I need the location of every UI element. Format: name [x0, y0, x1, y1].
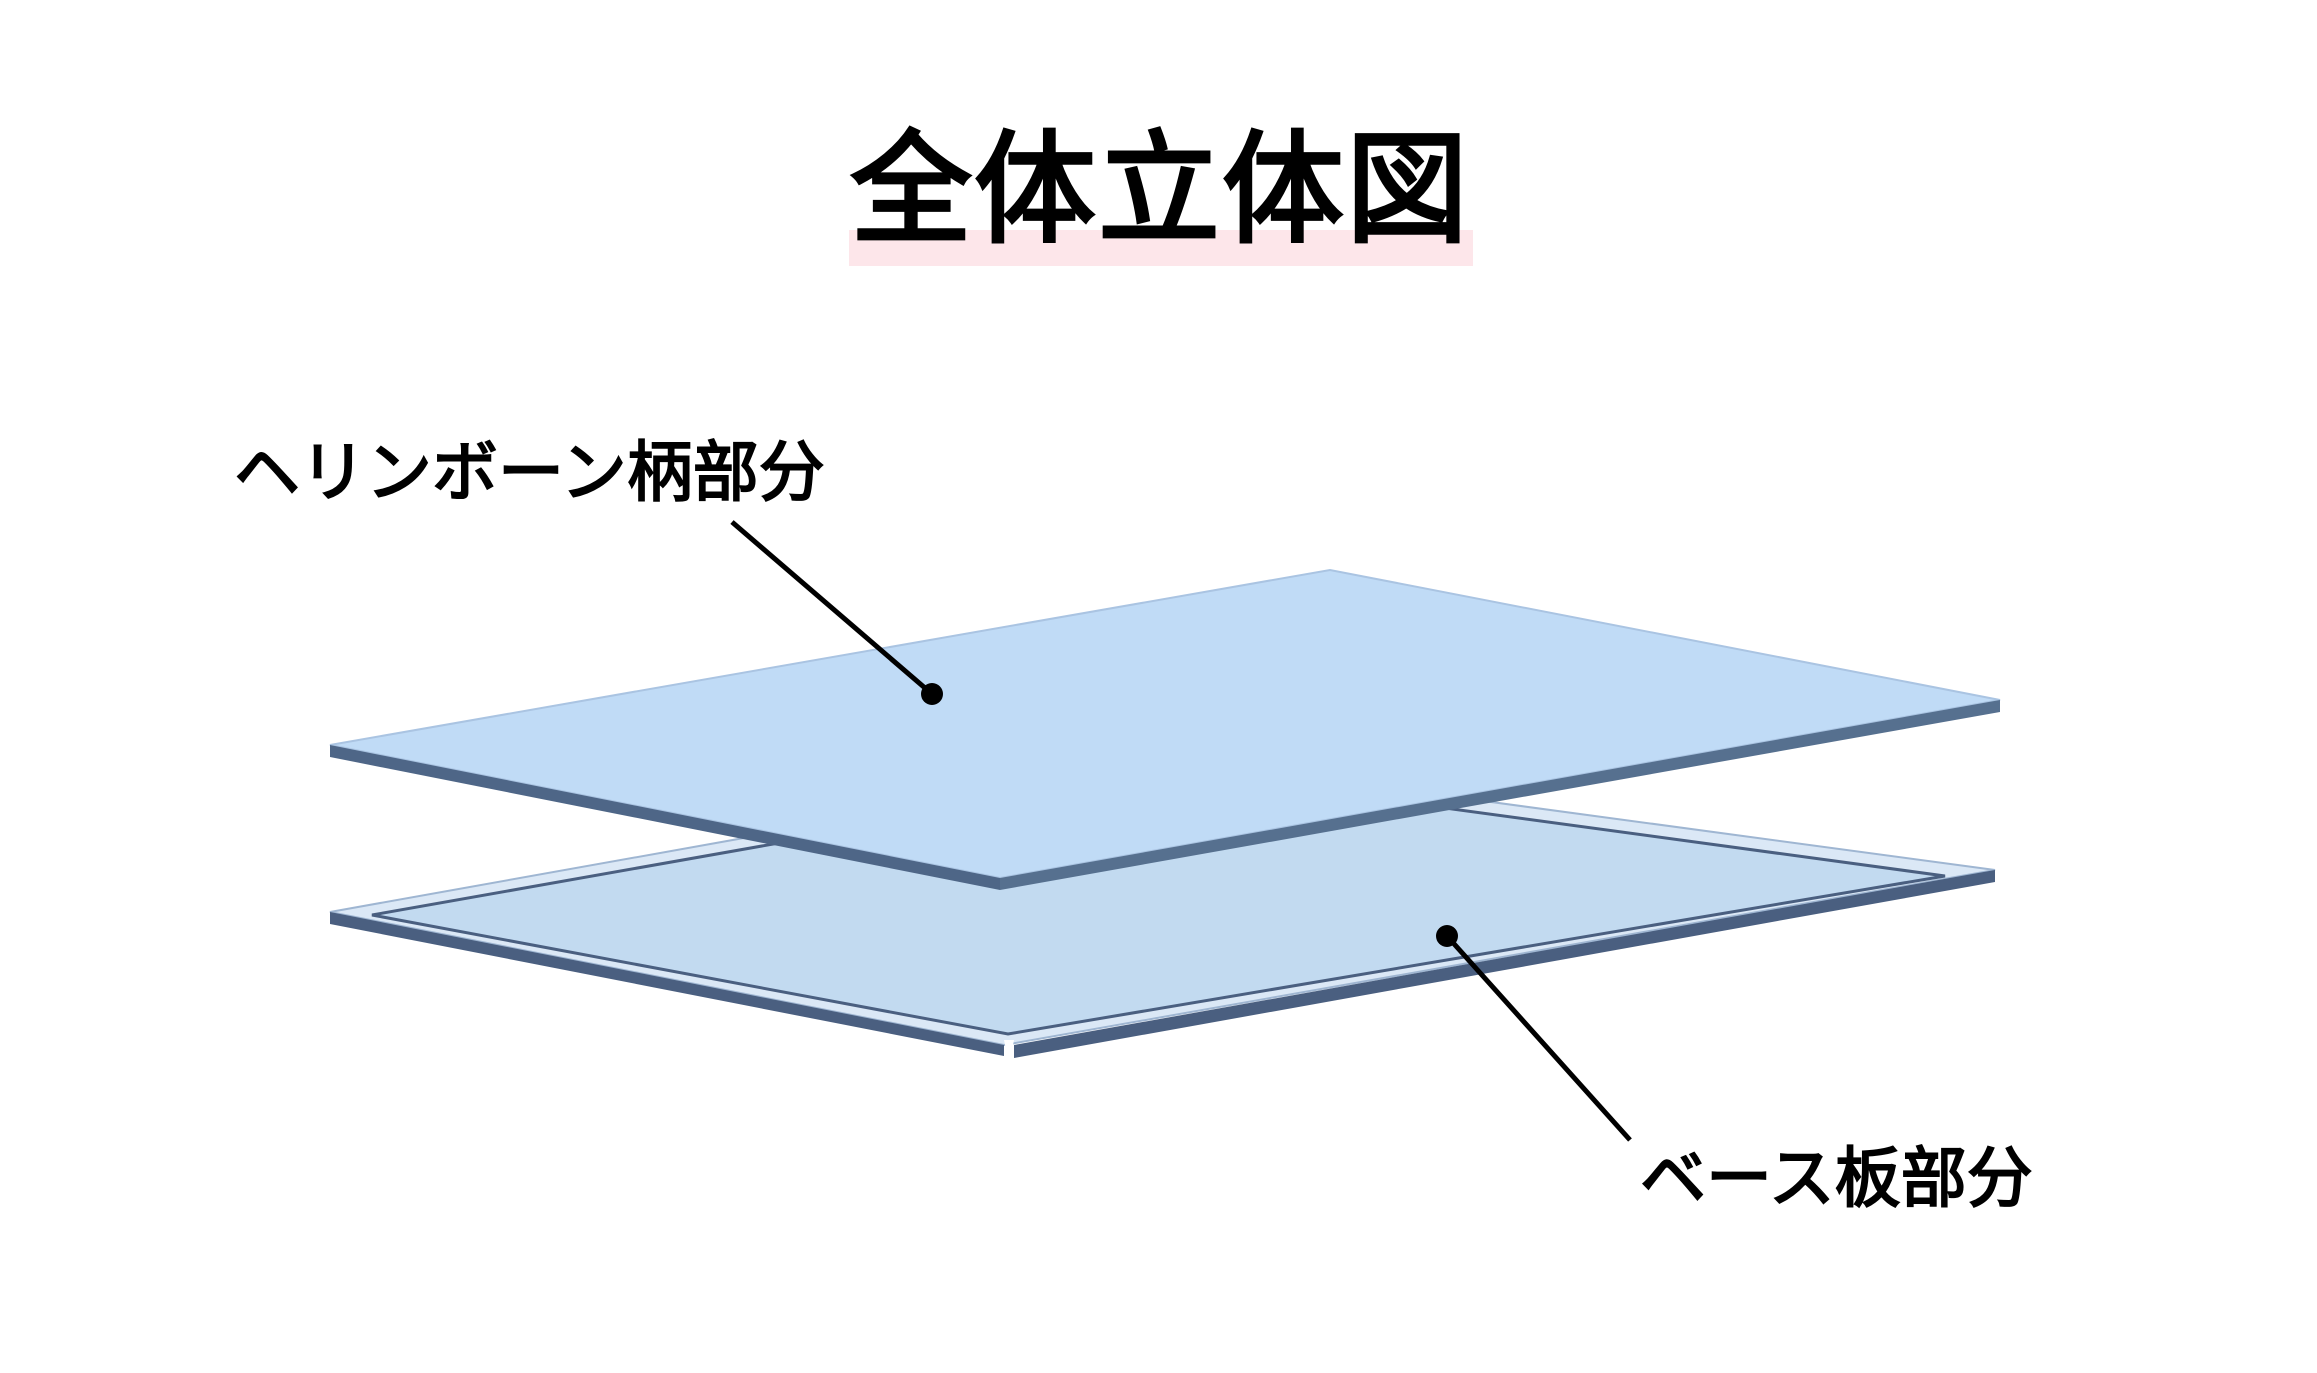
base-board-leader-dot	[1436, 925, 1458, 947]
base-board-edge-right	[1014, 870, 1995, 1058]
herringbone-panel-face	[329, 568, 2001, 880]
herringbone-panel	[329, 568, 2001, 890]
herringbone-panel-edge-right	[1000, 700, 2000, 890]
herringbone-part-label: ヘリンボーン柄部分	[234, 434, 825, 511]
diagram-title: 全体立体図	[850, 119, 1470, 261]
base-board-part-label: ベース板部分	[1640, 1140, 2033, 1217]
herringbone-leader-dot	[921, 683, 943, 705]
base-board-edge-left	[330, 912, 1004, 1056]
base-board-panel	[329, 758, 1996, 1060]
title-highlight	[849, 230, 1473, 266]
base-board-notch	[1004, 1040, 1014, 1060]
base-board-leader-line	[1445, 934, 1632, 1142]
herringbone-panel-edge-left	[330, 745, 1000, 890]
herringbone-leader-line	[730, 520, 934, 696]
